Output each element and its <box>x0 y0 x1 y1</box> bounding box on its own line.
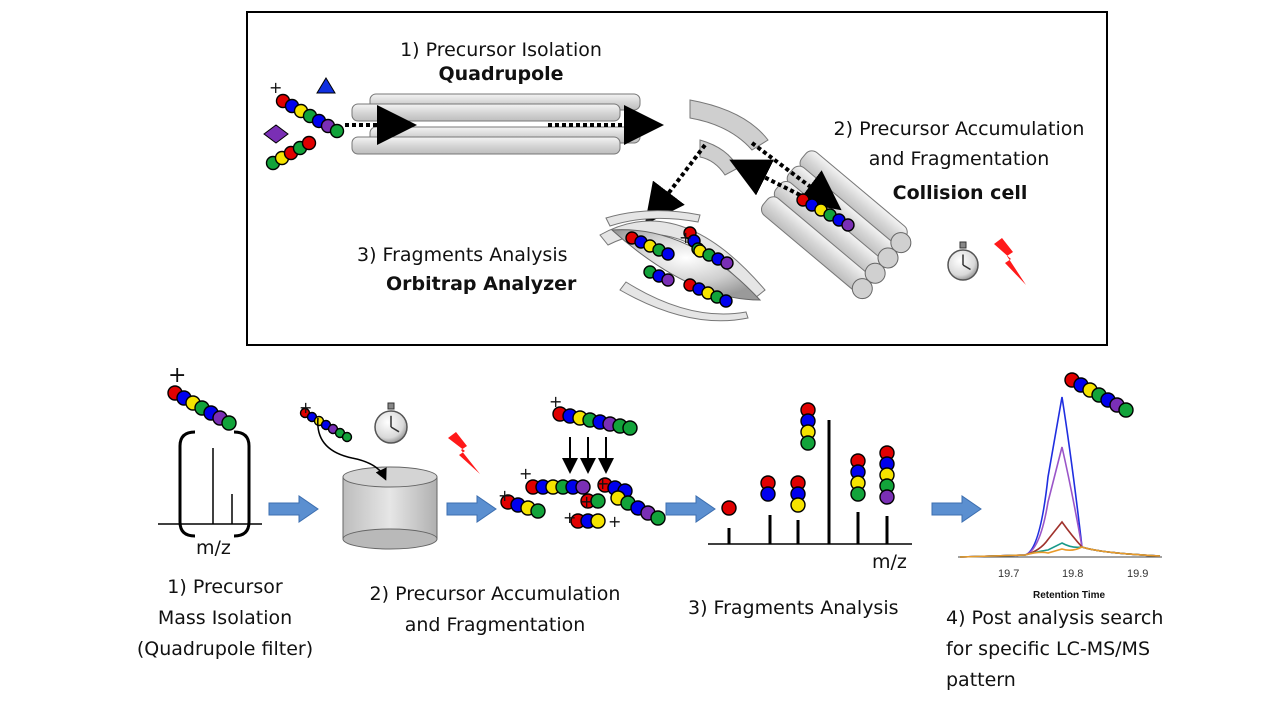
top-step2-title-line1: 2) Precursor Accumulation <box>833 118 1085 140</box>
charge-symbol-bottom-7: + <box>580 492 594 511</box>
frag-stack-6 <box>879 445 895 505</box>
charge-symbol-bottom-5: + <box>498 486 512 505</box>
glycan-orbitrap-1 <box>625 231 675 261</box>
triangle-ion-icon <box>316 77 336 94</box>
stopwatch-icon-bottom <box>374 402 408 444</box>
bottom-step2-line2: and Fragmentation <box>404 614 586 636</box>
glycan-chromatogram <box>1064 372 1134 418</box>
bottom-step4-line2: for specific LC-MS/MS <box>946 638 1151 660</box>
flow-arrow-2 <box>446 495 497 523</box>
stopwatch-icon-top <box>947 241 979 281</box>
glycan-orbitrap-5 <box>683 278 733 308</box>
top-step2-title-line2: and Fragmentation <box>868 148 1050 170</box>
glycan-top-fragment <box>265 135 317 171</box>
flow-arrow-1 <box>268 495 319 523</box>
glycan-step2-frag-1 <box>525 479 591 495</box>
lightning-bolt-icon-top <box>994 238 1026 285</box>
bottom-step1-line3: (Quadrupole filter) <box>136 638 314 660</box>
ion-injection-arrow <box>317 417 387 481</box>
lightning-bolt-icon-bottom <box>448 432 480 474</box>
glycan-bottom-precursor <box>167 385 237 431</box>
charge-symbol-bottom-6: + <box>596 474 610 493</box>
bottom-step4-line3: pattern <box>946 669 1016 691</box>
accumulation-cylinder <box>342 466 438 550</box>
isolation-window <box>158 430 262 538</box>
top-step3-title: 3) Fragments Analysis <box>357 244 568 266</box>
glycan-bottom-incoming <box>299 407 353 443</box>
glycan-step2-frag-5 <box>610 490 666 526</box>
bottom-step1-line1: 1) Precursor <box>167 576 283 598</box>
bottom-step1-line2: Mass Isolation <box>157 607 293 629</box>
frag-stack-4 <box>800 402 816 451</box>
isolation-axis-label: m/z <box>196 537 231 559</box>
top-step1-title: 1) Precursor Isolation <box>400 39 602 61</box>
to-collision-cell-arrow <box>750 141 842 211</box>
chromatogram-trace-2 <box>959 446 1161 558</box>
chromatogram-plot <box>958 396 1162 558</box>
glycan-step2-frag-2 <box>500 494 546 519</box>
glycan-top-intact <box>275 93 345 139</box>
diamond-ion-icon <box>263 124 289 144</box>
frag-stack-1 <box>721 500 737 516</box>
chrom-tick-3: 19.9 <box>1127 568 1149 580</box>
charge-symbol-bottom-9: + <box>608 512 622 531</box>
top-step3-device: Orbitrap Analyzer <box>386 273 577 295</box>
chrom-tick-2: 19.8 <box>1062 568 1084 580</box>
frag-stack-5 <box>850 453 866 502</box>
glycan-collision-cell <box>796 193 855 232</box>
chrom-x-label: Retention Time <box>1033 590 1106 601</box>
frag-stack-3 <box>790 475 806 513</box>
top-panel-frame <box>246 11 1108 346</box>
charge-symbol-bottom-1: + <box>168 363 187 388</box>
charge-symbol-bottom-2: + <box>299 398 313 417</box>
glycan-step2-precursor <box>552 406 638 436</box>
bottom-step2-line1: 2) Precursor Accumulation <box>369 583 621 605</box>
bottom-step3-label: 3) Fragments Analysis <box>688 597 899 619</box>
charge-symbol-bottom-4: + <box>519 464 533 483</box>
flow-arrow-4 <box>931 495 982 523</box>
charge-symbol-top-1: + <box>269 78 283 97</box>
chrom-tick-1: 19.7 <box>998 568 1020 580</box>
c-trap-lens-lower <box>699 139 739 176</box>
glycan-orbitrap-3 <box>693 244 734 270</box>
glycan-step2-frag-6 <box>580 493 606 509</box>
fragment-spectrum <box>708 420 912 545</box>
c-trap-lens-upper <box>689 99 769 151</box>
top-step1-device: Quadrupole <box>438 63 564 85</box>
chromatogram-trace-5 <box>959 546 1161 558</box>
charge-symbol-top-2: + <box>679 228 693 247</box>
top-step2-device: Collision cell <box>892 182 1028 204</box>
chromatogram-trace-1 <box>959 396 1161 558</box>
charge-symbol-bottom-8: + <box>563 508 577 527</box>
frag-stack-2 <box>760 475 776 502</box>
charge-symbol-bottom-3: + <box>549 392 563 411</box>
chromatogram-trace-3 <box>959 520 1161 558</box>
bottom-step4-line1: 4) Post analysis search <box>946 607 1164 629</box>
spectrum-axis-label: m/z <box>872 551 907 573</box>
glycan-step2-frag-4 <box>570 513 606 529</box>
flow-arrow-3 <box>665 495 716 523</box>
to-orbitrap-arrow <box>644 143 707 225</box>
glycan-orbitrap-4 <box>643 265 675 287</box>
